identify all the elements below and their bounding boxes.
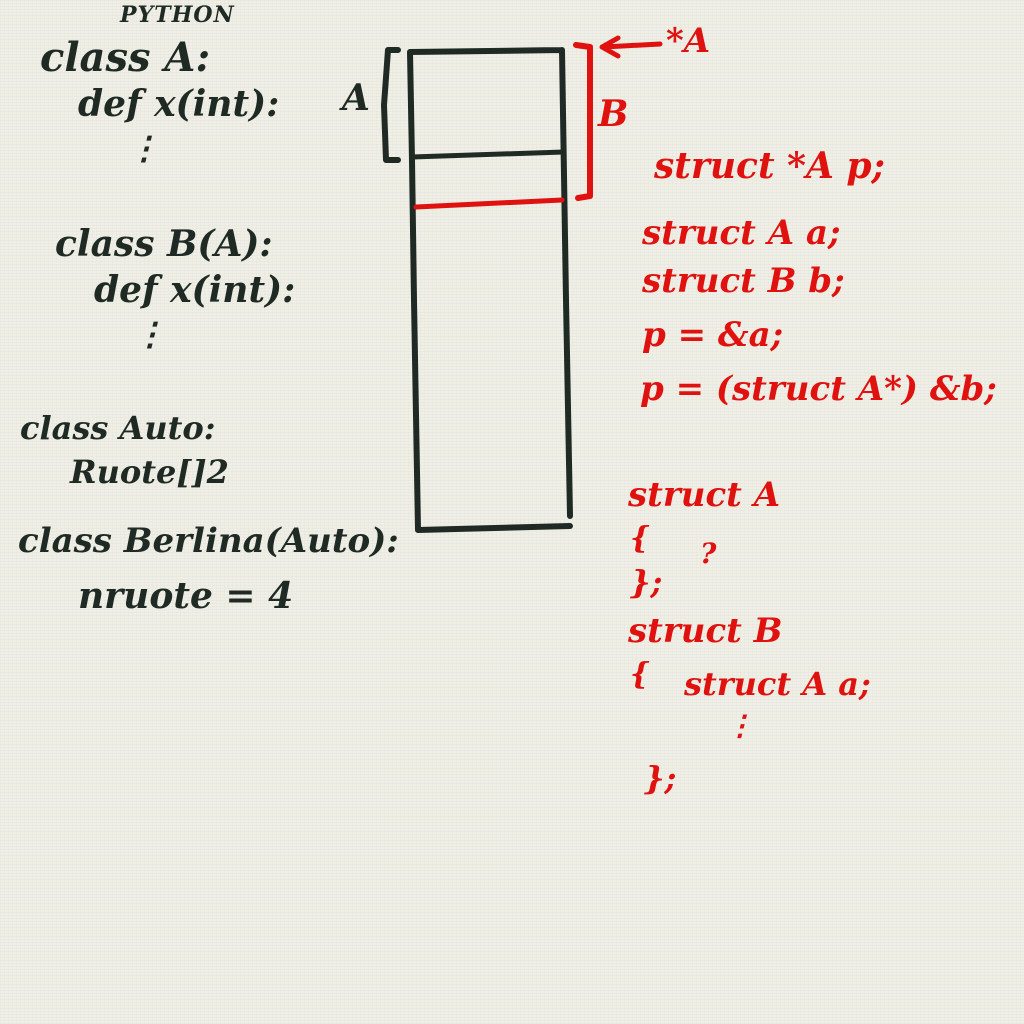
struct-a-close-brace: }; (630, 563, 663, 601)
class-berlina-declaration: class Berlina(Auto): (18, 521, 399, 561)
struct-b-close-brace: }; (644, 759, 677, 797)
class-a-declaration: class A: (40, 34, 211, 81)
struct-b-bracket (573, 42, 593, 201)
ellipsis-a: ⋮ (128, 129, 160, 167)
pointer-arrow (599, 35, 663, 59)
ellipsis-b: ⋮ (134, 315, 166, 353)
method-x-a: def x(int): (78, 83, 280, 125)
pointer-label: *A (666, 21, 711, 61)
assign-p-cast-b: p = (struct A*) &b; (640, 369, 997, 409)
python-heading: PYTHON (120, 2, 235, 28)
struct-a-unknown-member: ? (700, 537, 717, 570)
struct-a-open-brace: { (630, 521, 650, 556)
memory-block-outline (407, 47, 573, 533)
struct-a-var: struct A a; (642, 213, 841, 253)
struct-b-member-a: struct A a; (684, 665, 871, 703)
struct-b-open-brace: { (630, 657, 650, 692)
assign-p-a: p = &a; (642, 315, 784, 355)
struct-b-divider (413, 197, 565, 210)
nruote-assignment: nruote = 4 (78, 575, 294, 617)
struct-b-label: B (598, 93, 629, 135)
ruote-field: Ruote[]2 (70, 453, 229, 491)
struct-b-ellipsis: ⋮ (726, 709, 754, 742)
struct-b-def-header: struct B (628, 611, 783, 651)
struct-a-label: A (342, 77, 370, 119)
struct-a-divider (409, 149, 567, 160)
struct-b-var: struct B b; (642, 261, 845, 301)
class-b-declaration: class B(A): (55, 223, 273, 265)
struct-a-def-header: struct A (628, 475, 781, 515)
struct-a-bracket (381, 47, 401, 163)
method-x-b: def x(int): (94, 269, 296, 311)
class-auto-declaration: class Auto: (20, 409, 216, 447)
pointer-declaration: struct *A p; (654, 145, 885, 187)
